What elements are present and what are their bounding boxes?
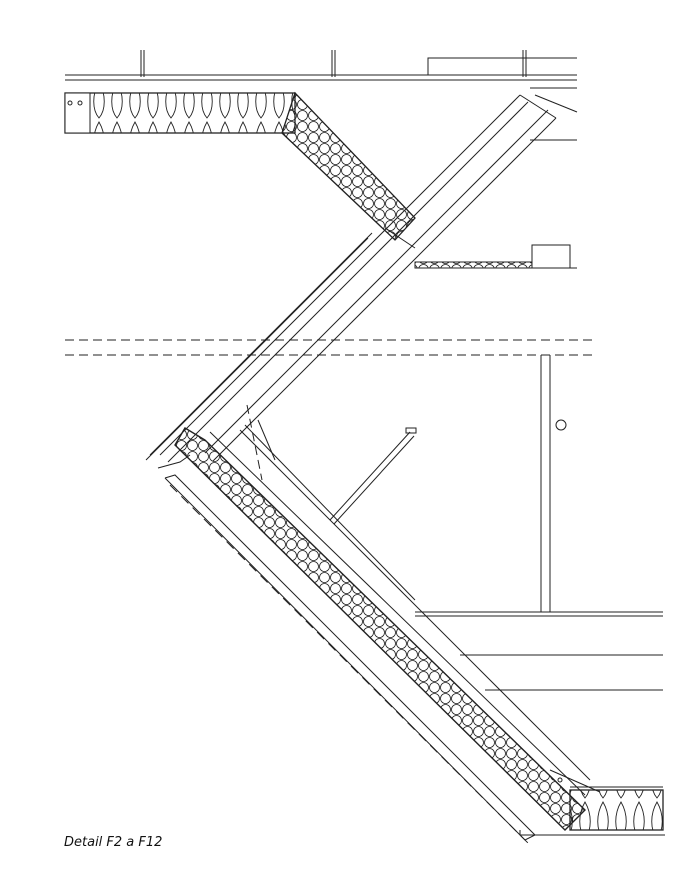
right-structure xyxy=(329,355,664,831)
lower-roof xyxy=(157,419,665,846)
middle-ledge xyxy=(414,244,577,269)
top-ceiling xyxy=(65,50,578,141)
drawing-caption: Detail F2 a F12 xyxy=(64,835,163,850)
upper-rafter xyxy=(145,94,557,463)
break-lines xyxy=(65,339,597,481)
top-insulation xyxy=(64,91,416,241)
